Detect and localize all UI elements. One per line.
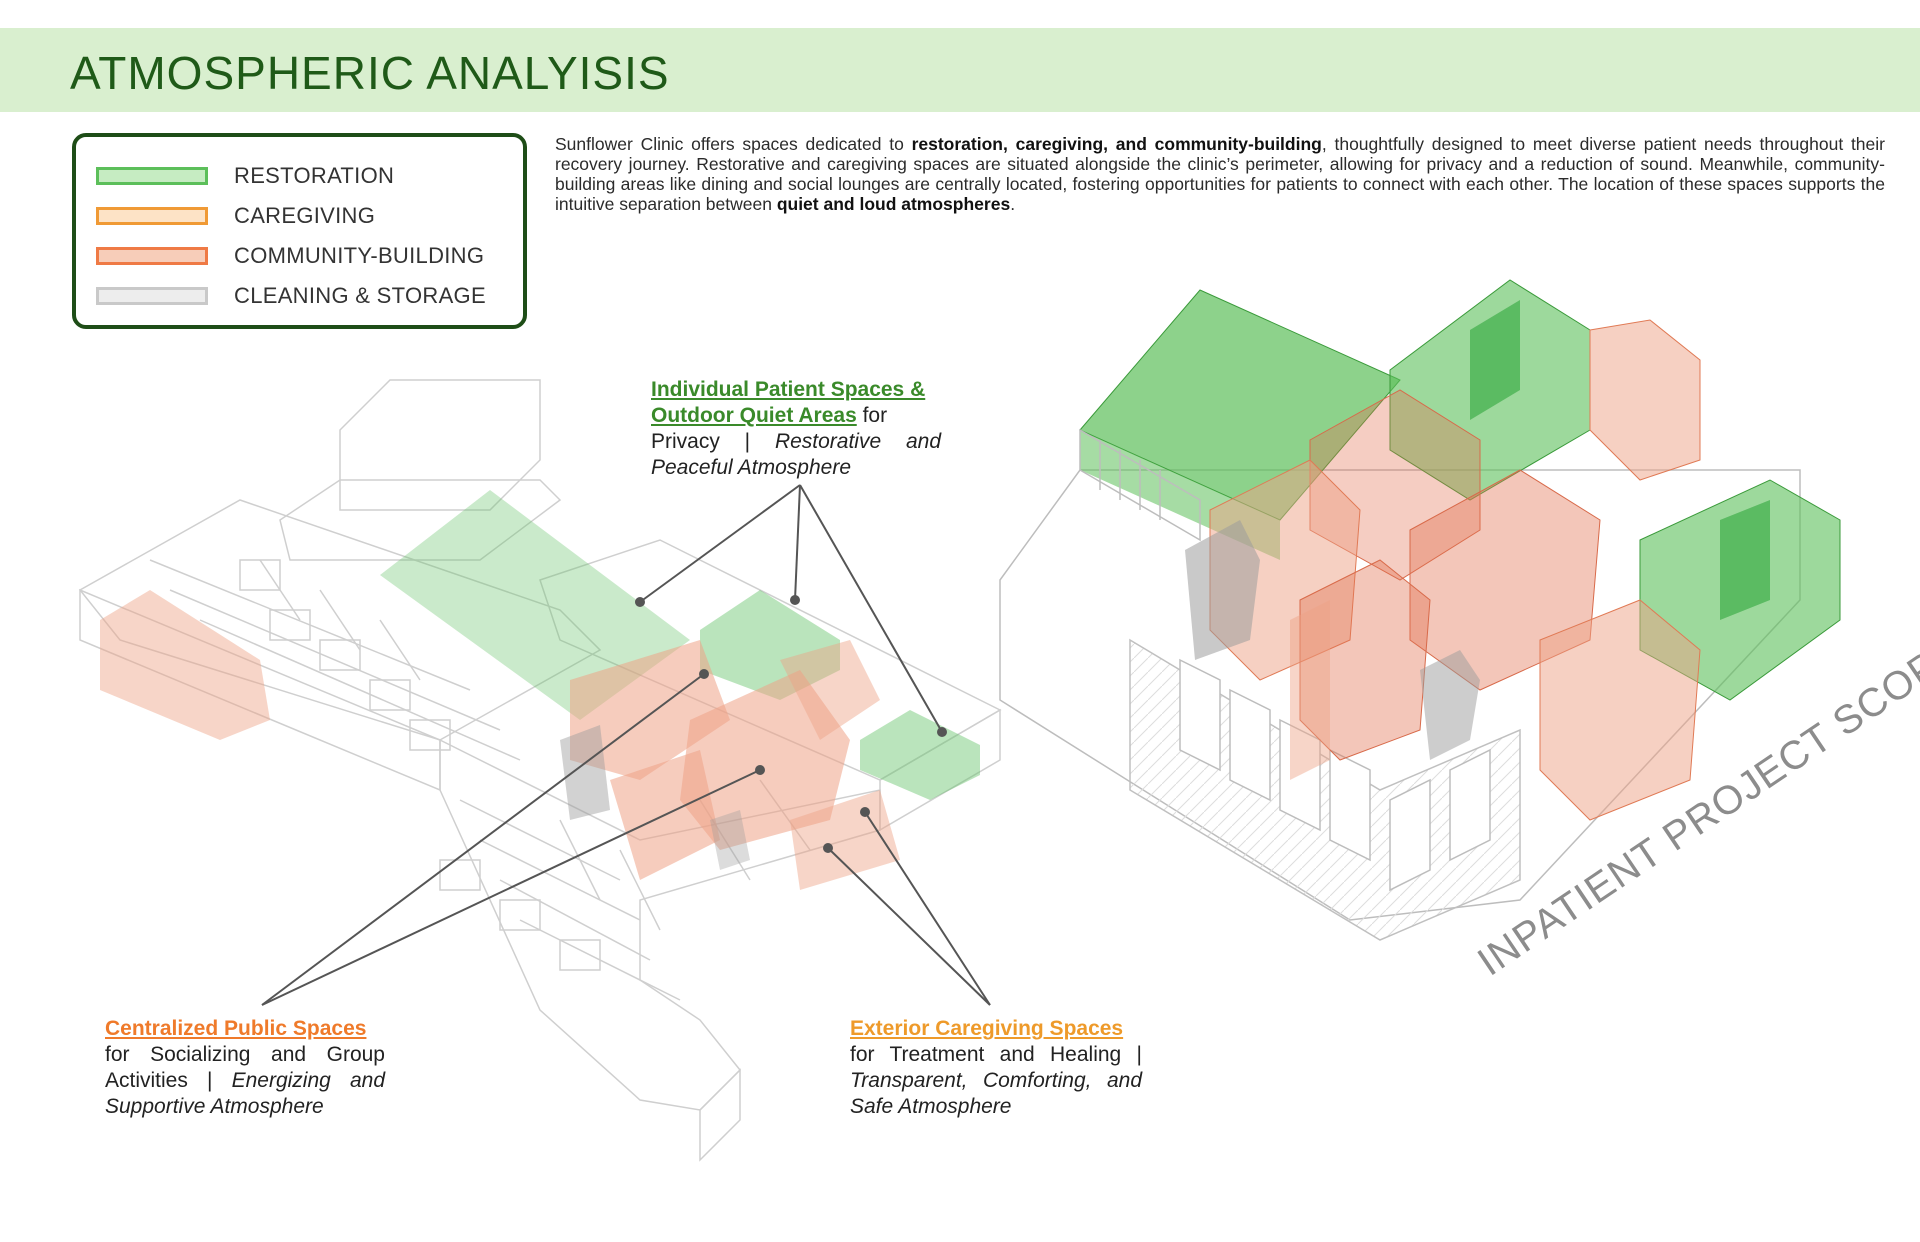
callout-text: for Socializing and Group Activities | — [105, 1043, 385, 1092]
callout-individual-patient-spaces: Individual Patient Spaces & Outdoor Quie… — [651, 377, 941, 481]
legend-label: RESTORATION — [234, 163, 395, 188]
callout-heading: Individual Patient Spaces & — [651, 378, 926, 401]
legend-item-restoration: RESTORATION — [96, 161, 394, 191]
legend-label: CAREGIVING — [234, 203, 376, 228]
inpatient-scope-axonometric — [999, 279, 1841, 941]
callout-exterior-caregiving-spaces: Exterior Caregiving Spaces for Treatment… — [850, 1016, 1142, 1120]
page-title: ATMOSPHERIC ANALYISIS — [70, 47, 670, 99]
callout-heading: Exterior Caregiving Spaces — [850, 1017, 1124, 1040]
callout-heading: Outdoor Quiet Areas — [651, 404, 857, 427]
legend-label: COMMUNITY-BUILDING — [234, 243, 485, 268]
full-clinic-axonometric — [78, 379, 1002, 1162]
callout-italic: Restorative and Peaceful Atmosphere — [651, 430, 941, 479]
legend-item-cleaning-storage: CLEANING & STORAGE — [96, 281, 486, 311]
callout-italic: Energizing and Supportive Atmosphere — [105, 1069, 385, 1118]
legend-item-caregiving: CAREGIVING — [96, 201, 375, 231]
legend-item-community-building: COMMUNITY-BUILDING — [96, 241, 484, 271]
legend-swatch-community-building — [96, 247, 208, 265]
callout-text: for — [856, 404, 888, 427]
legend-label: CLEANING & STORAGE — [234, 283, 486, 308]
title-band — [0, 28, 1920, 112]
callout-centralized-public-spaces: Centralized Public Spaces for Socializin… — [105, 1016, 385, 1120]
legend: RESTORATION CAREGIVING COMMUNITY-BUILDIN… — [72, 133, 527, 329]
legend-swatch-cleaning-storage — [96, 287, 208, 305]
intro-paragraph: Sunflower Clinic offers spaces dedicated… — [555, 134, 1885, 214]
callout-heading: Centralized Public Spaces — [105, 1017, 367, 1040]
legend-swatch-restoration — [96, 167, 208, 185]
callout-italic: Transparent, Comforting, and Safe Atmosp… — [850, 1069, 1142, 1118]
callout-text: Privacy | — [651, 430, 775, 453]
leader-dots — [635, 595, 947, 853]
callout-text: for Treatment and Healing | — [850, 1043, 1142, 1066]
leader-lines — [261, 484, 991, 1006]
legend-swatch-caregiving — [96, 207, 208, 225]
